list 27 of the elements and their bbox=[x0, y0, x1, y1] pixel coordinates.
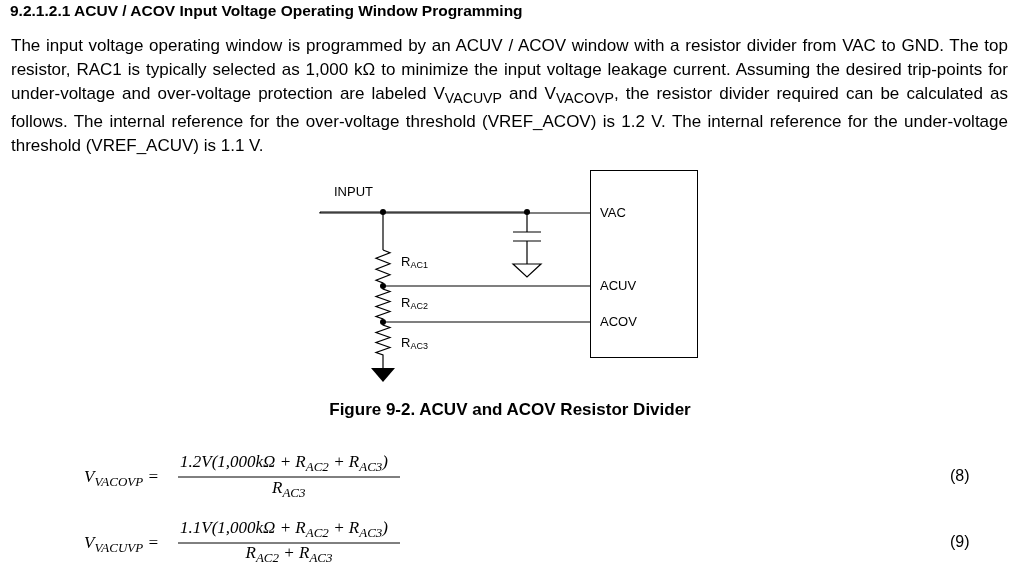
net-label: INPUT bbox=[334, 184, 373, 199]
body-paragraph: The input voltage operating window is programmed by an ACUV / ACOV window with a resistor divider from VAC to GND. The top resistor, RAC1 is typically selected as 1,000 kΩ to minimize the input voltage leakage current. Assuming the desired trip-points for under-voltage and over-voltage protection are labeled V$_{VACUVP}$ and V$_{VACOVP}$, the resistor divider required can be calculated as follows. The internal reference for the over-voltage threshold (VREF_ACOV) is 1.2 V. The internal reference for the under-voltage threshold (VREF_ACUV) is 1.1 V. bbox=[11, 35, 1008, 158]
pin-label: ACUV bbox=[600, 278, 637, 293]
wire bbox=[380, 319, 591, 325]
equation-numerator: 1.1V(1,000kΩ + R$_{AC2}$ + R$_{AC3}$) bbox=[180, 518, 389, 541]
wire bbox=[380, 209, 386, 251]
equation-number: (9) bbox=[950, 533, 970, 551]
equation-number: (8) bbox=[950, 467, 970, 485]
wire bbox=[382, 357, 384, 369]
equation-denominator: R$_{AC2}$ + R$_{AC3}$ bbox=[245, 543, 333, 566]
equation-term: V$_{VACOVP}$ = bbox=[84, 467, 159, 490]
figure-caption: Figure 9-2. ACUV and ACOV Resistor Divider bbox=[328, 400, 692, 420]
resistor-label: R$_{AC3}$ bbox=[401, 335, 428, 351]
ground-symbol bbox=[371, 368, 395, 382]
pin-label: VAC bbox=[600, 205, 626, 220]
wire bbox=[380, 283, 591, 289]
ic-block bbox=[590, 170, 698, 358]
resistor-label: R$_{AC1}$ bbox=[401, 254, 428, 270]
section-heading: 9.2.1.2.1 ACUV / ACOV Input Voltage Operating Window Programming bbox=[10, 2, 523, 20]
equation-denominator: R$_{AC3}$ bbox=[272, 478, 306, 501]
capacitor-to-ground-symbol bbox=[513, 232, 541, 277]
pin-label: ACOV bbox=[600, 314, 637, 329]
resistor-label: R$_{AC2}$ bbox=[401, 295, 428, 311]
wire bbox=[319, 211, 591, 214]
equation-term: V$_{VACUVP}$ = bbox=[84, 533, 159, 556]
wire bbox=[319, 211, 528, 233]
equation-numerator: 1.2V(1,000kΩ + R$_{AC2}$ + R$_{AC3}$) bbox=[180, 452, 389, 475]
